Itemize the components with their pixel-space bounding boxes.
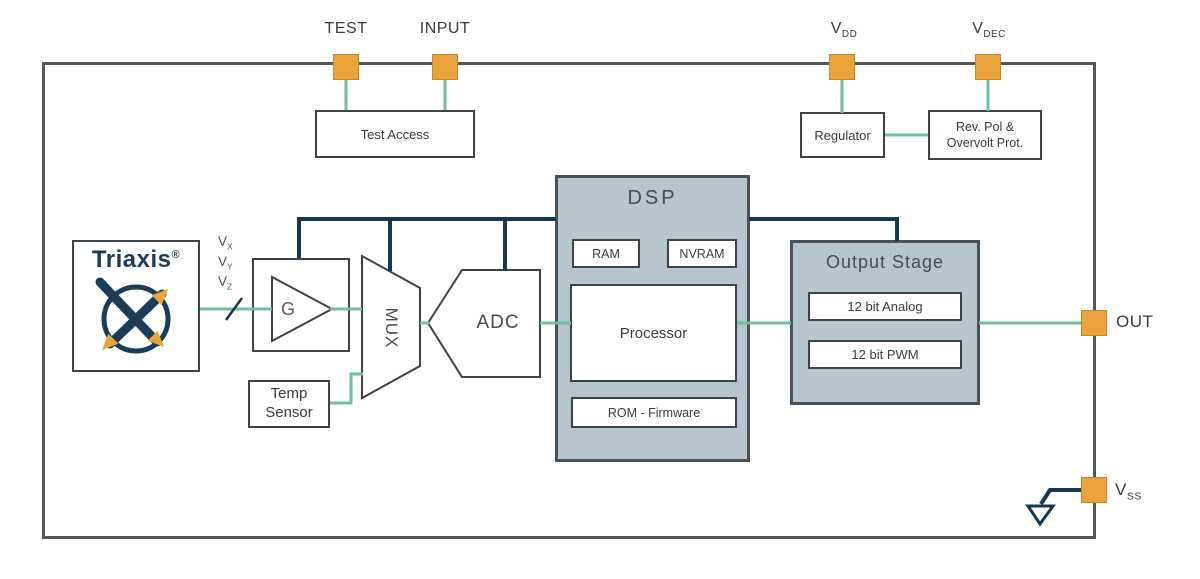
dsp-nvram-block: NVRAM — [667, 239, 737, 268]
protection-label-line1: Rev. Pol & — [955, 119, 1015, 134]
mux-label: MUX — [382, 307, 401, 349]
pin-vdec — [975, 54, 1001, 80]
signal-label-vy: VY — [218, 254, 233, 272]
regulator-block: Regulator — [800, 112, 885, 158]
pin-label-vdec: VDEC — [972, 20, 1006, 41]
protection-block: Rev. Pol & Overvolt Prot. — [928, 110, 1042, 160]
temp-sensor-label-line2: Sensor — [265, 404, 313, 421]
output-stage-block: Output Stage 12 bit Analog 12 bit PWM — [790, 240, 980, 405]
pin-label-out: OUT — [1116, 312, 1154, 331]
pwm-output-label: 12 bit PWM — [851, 347, 919, 362]
adc-label: ADC — [476, 312, 520, 333]
pin-label-test: TEST — [324, 20, 368, 37]
output-stage-title: Output Stage — [825, 252, 945, 272]
analog-output-label: 12 bit Analog — [847, 299, 923, 314]
pin-vss — [1081, 477, 1107, 503]
dsp-rom-block: ROM - Firmware — [571, 397, 737, 428]
triaxis-sensor-block: Triaxis® — [72, 240, 200, 372]
triaxis-logo-icon — [95, 277, 171, 354]
pin-vdd — [829, 54, 855, 80]
nvram-label: NVRAM — [679, 246, 725, 261]
temp-sensor-block: Temp Sensor — [248, 380, 330, 428]
dsp-title: DSP — [627, 187, 678, 209]
pwm-output-block: 12 bit PWM — [808, 340, 962, 369]
regulator-label: Regulator — [814, 127, 871, 143]
test-access-block: Test Access — [315, 110, 475, 158]
temp-sensor-label-line1: Temp — [270, 385, 308, 403]
protection-label-line2: Overvolt Prot. — [946, 136, 1024, 150]
pin-input — [432, 54, 458, 80]
dsp-processor-block: Processor — [570, 284, 737, 382]
ram-label: RAM — [592, 246, 620, 261]
pin-label-vdd: VDD — [830, 20, 858, 41]
pin-test — [333, 54, 359, 80]
signal-label-vx: VX — [218, 234, 233, 252]
rom-firmware-label: ROM - Firmware — [607, 405, 701, 420]
registered-mark: ® — [171, 249, 181, 261]
analog-output-block: 12 bit Analog — [808, 292, 962, 321]
pin-out — [1081, 310, 1107, 336]
dsp-ram-block: RAM — [572, 239, 640, 268]
chip-outline — [42, 62, 1096, 539]
amplifier-gain-label: G — [280, 299, 295, 319]
test-access-label: Test Access — [360, 126, 430, 142]
pin-label-vss: VSS — [1115, 480, 1142, 503]
processor-label: Processor — [619, 324, 688, 342]
signal-label-vz: VZ — [218, 274, 233, 292]
dsp-block: DSP RAM NVRAM Processor ROM - Firmware — [555, 175, 750, 462]
pin-label-input: INPUT — [419, 20, 471, 37]
triaxis-brand: Triaxis® — [91, 246, 181, 273]
